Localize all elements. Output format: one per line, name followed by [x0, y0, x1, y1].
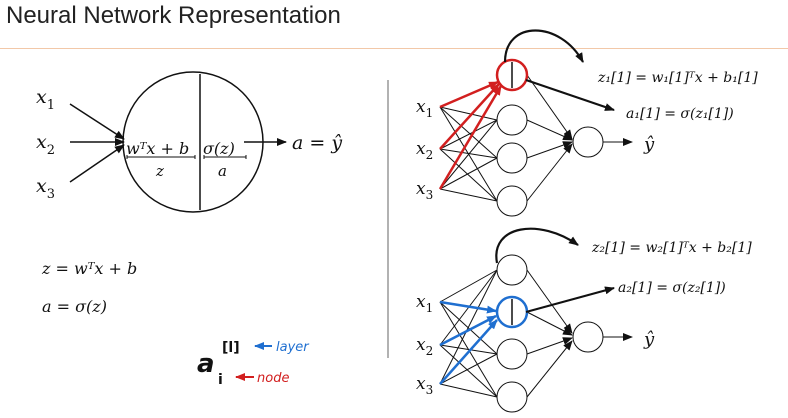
title-rule [0, 48, 788, 49]
network-top-hidden-node-4 [496, 185, 528, 217]
neuron-input-arrow-1 [69, 103, 125, 140]
network-top-z-equation: z₁[1] = w₁[1]ᵀx + b₁[1] [597, 70, 758, 86]
network-bottom-input-x1: x1 [416, 292, 433, 315]
network-top-output-node [572, 126, 604, 158]
network-top-edges [439, 74, 633, 202]
neuron-activation-bracket [203, 155, 247, 159]
network-bottom-output-node [572, 321, 604, 353]
neuron-input-arrow-3 [69, 144, 125, 183]
notation-layer-note: layer [276, 340, 310, 355]
network-top-z-callout-arrow [503, 29, 584, 63]
neuron-input-x2: x2 [36, 131, 55, 158]
network-bottom-a-callout-arrow [525, 286, 615, 314]
network-bottom-a-equation: a₂[1] = σ(z₂[1]) [618, 280, 726, 296]
network-top-output-label: ŷ [643, 134, 655, 155]
handwritten-notation: a [l] i layer node [197, 340, 310, 388]
neuron-input-x1: x1 [36, 86, 55, 113]
network-bottom-z-equation: z₂[1] = w₂[1]ᵀx + b₂[1] [591, 240, 752, 256]
network-top-a-equation: a₁[1] = σ(z₁[1]) [626, 106, 734, 122]
neuron-input-x3: x3 [36, 175, 55, 202]
formula-a: a = σ(z) [42, 297, 107, 316]
network-top-input-x2: x2 [416, 139, 433, 162]
network-top-hidden-node-3 [496, 142, 528, 174]
neuron-linear-part: wᵀx + b [126, 139, 189, 158]
network-bottom-input-x3: x3 [416, 374, 433, 397]
neuron-activation-label: a [218, 162, 227, 180]
network-bottom-hidden-node-4 [496, 381, 528, 413]
network-bottom-highlight-edges [439, 300, 498, 385]
neuron-activation-part: σ(z) [203, 139, 235, 158]
notation-subscript: i [218, 372, 223, 388]
network-top-highlight-edges [438, 80, 503, 190]
network-bottom-output-label: ŷ [643, 329, 655, 350]
network-top-hidden-node-2 [496, 104, 528, 136]
network-bottom-hidden-node-3 [496, 338, 528, 370]
network-top-input-x3: x3 [416, 179, 433, 202]
network-top-a-callout-arrow [525, 78, 615, 112]
formula-z: z = wᵀx + b [41, 259, 137, 278]
network-bottom: x1 x2 x3 ŷ z₂[1] = w₂[1]ᵀx + b₂[1] a₂[1]… [416, 227, 752, 413]
network-top-input-x1: x1 [416, 97, 433, 120]
network-bottom-edges [439, 269, 633, 398]
page-title: Neural Network Representation [6, 2, 341, 29]
neuron-linear-label: z [155, 162, 164, 180]
notation-superscript: [l] [222, 340, 240, 356]
network-bottom-z-callout-arrow [495, 227, 579, 264]
neuron-linear-bracket [126, 155, 196, 159]
notation-symbol-a: a [197, 349, 215, 379]
notation-node-note: node [257, 371, 289, 386]
neuron-output-label: a = ŷ [292, 132, 342, 154]
network-top: x1 x2 x3 ŷ z₁[1] = w₁[1]ᵀx + b₁[1] a₁[1]… [416, 29, 758, 217]
network-bottom-hidden-node-1 [496, 254, 528, 286]
single-neuron-diagram: x1 x2 x3 wᵀx + b z σ(z) a a = ŷ [36, 71, 342, 213]
network-bottom-input-x2: x2 [416, 335, 433, 358]
